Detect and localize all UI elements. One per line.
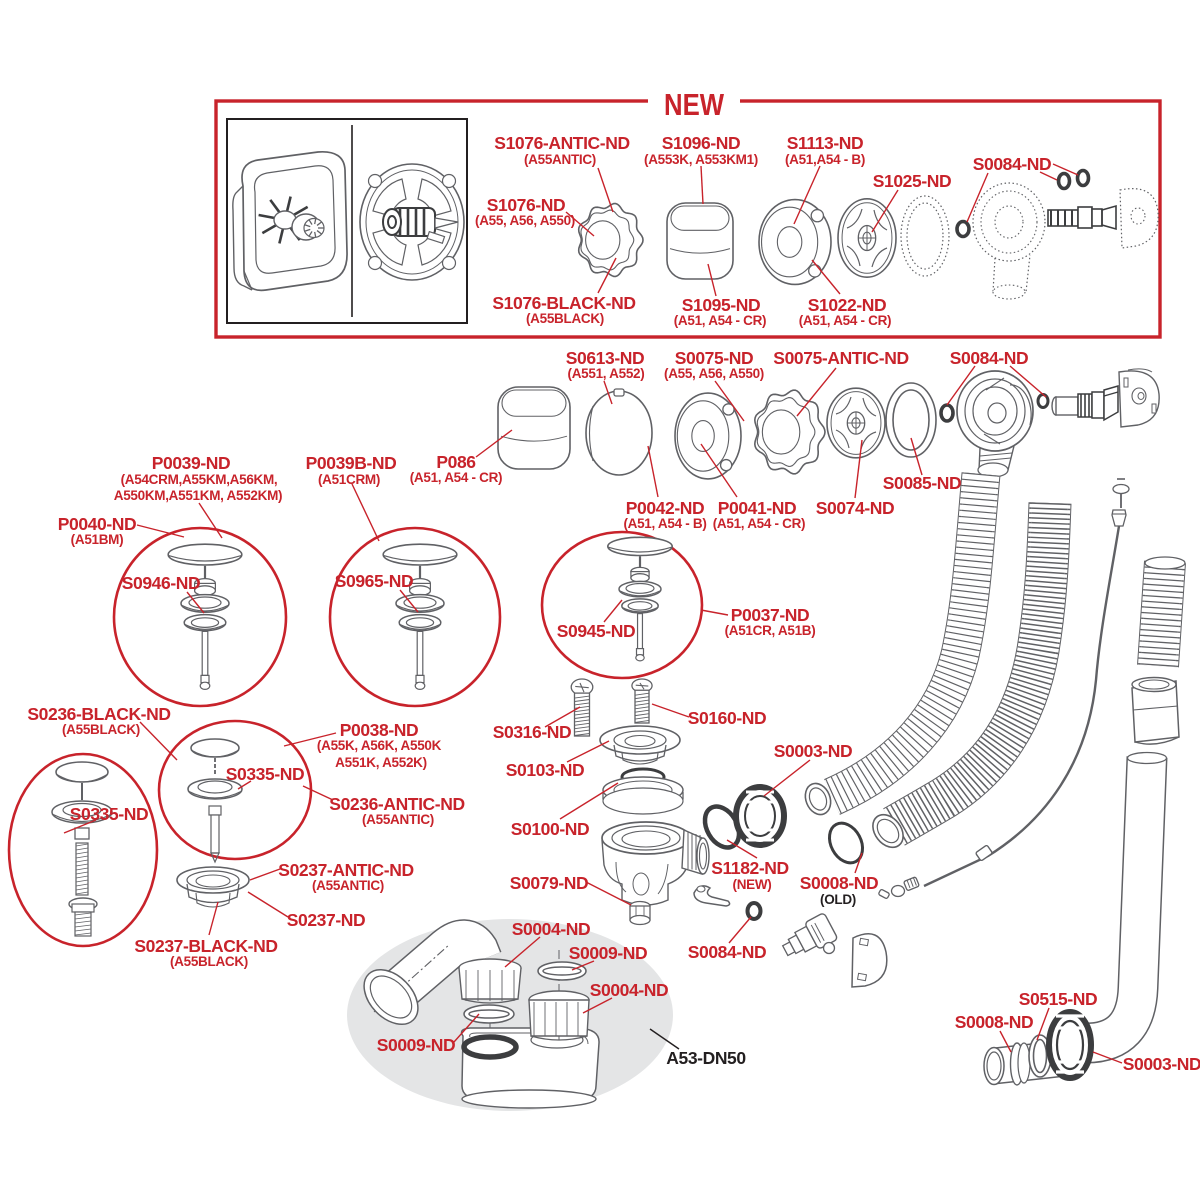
svg-text:(A55ANTIC): (A55ANTIC)	[524, 152, 596, 167]
svg-text:(A51, A54 - CR): (A51, A54 - CR)	[674, 313, 767, 328]
svg-text:S0084-ND: S0084-ND	[950, 348, 1029, 368]
svg-text:P0039B-ND: P0039B-ND	[306, 453, 397, 473]
svg-text:S0946-ND: S0946-ND	[122, 573, 201, 593]
svg-text:S0237-BLACK-ND: S0237-BLACK-ND	[134, 936, 277, 956]
svg-text:(A51CRM): (A51CRM)	[318, 472, 380, 487]
svg-text:S0084-ND: S0084-ND	[688, 942, 767, 962]
svg-text:S0237-ANTIC-ND: S0237-ANTIC-ND	[278, 860, 413, 880]
svg-text:(A51CR, A51B): (A51CR, A51B)	[725, 623, 816, 638]
svg-text:(A55ANTIC): (A55ANTIC)	[312, 878, 384, 893]
svg-text:S0004-ND: S0004-ND	[590, 980, 669, 1000]
svg-text:A53-DN50: A53-DN50	[666, 1048, 746, 1068]
svg-text:S0009-ND: S0009-ND	[569, 943, 648, 963]
svg-text:S0009-ND: S0009-ND	[377, 1035, 456, 1055]
svg-text:S1076-ANTIC-ND: S1076-ANTIC-ND	[494, 133, 629, 153]
svg-text:S0084-ND: S0084-ND	[973, 154, 1052, 174]
svg-text:S0103-ND: S0103-ND	[506, 760, 585, 780]
svg-text:P0042-ND: P0042-ND	[626, 498, 705, 518]
svg-text:(A55, A56, A550): (A55, A56, A550)	[664, 366, 764, 381]
svg-text:S0335-ND: S0335-ND	[70, 804, 149, 824]
svg-text:S0237-ND: S0237-ND	[287, 910, 366, 930]
svg-text:S1076-BLACK-ND: S1076-BLACK-ND	[492, 293, 635, 313]
svg-text:P0041-ND: P0041-ND	[718, 498, 797, 518]
svg-text:(A51, A54 - CR): (A51, A54 - CR)	[799, 313, 892, 328]
svg-text:(A55ANTIC): (A55ANTIC)	[362, 812, 434, 827]
svg-text:P0039-ND: P0039-ND	[152, 453, 231, 473]
svg-text:S0075-ANTIC-ND: S0075-ANTIC-ND	[773, 348, 908, 368]
svg-text:A551K, A552K): A551K, A552K)	[335, 755, 427, 770]
svg-text:(A551, A552): (A551, A552)	[568, 366, 645, 381]
svg-text:S1182-ND: S1182-ND	[711, 858, 789, 878]
svg-text:(A51, A54 - CR): (A51, A54 - CR)	[713, 516, 806, 531]
svg-text:(A51BM): (A51BM)	[71, 532, 124, 547]
svg-text:S0613-ND: S0613-ND	[566, 348, 645, 368]
svg-text:(A51, A54 - CR): (A51, A54 - CR)	[410, 470, 503, 485]
svg-text:S0004-ND: S0004-ND	[512, 919, 591, 939]
svg-text:S0079-ND: S0079-ND	[510, 873, 589, 893]
svg-text:S1076-ND: S1076-ND	[487, 195, 566, 215]
svg-text:P0037-ND: P0037-ND	[731, 605, 810, 625]
svg-text:A550KM,A551KM, A552KM): A550KM,A551KM, A552KM)	[114, 488, 282, 503]
svg-text:(A51, A54 - B): (A51, A54 - B)	[623, 516, 706, 531]
svg-text:(A55K, A56K, A550K: (A55K, A56K, A550K	[317, 738, 442, 753]
svg-text:S0965-ND: S0965-ND	[335, 571, 414, 591]
svg-text:S1096-ND: S1096-ND	[662, 133, 741, 153]
svg-text:S1022-ND: S1022-ND	[808, 295, 887, 315]
svg-text:(A55, A56, A550): (A55, A56, A550)	[475, 213, 575, 228]
svg-text:S0008-ND: S0008-ND	[955, 1012, 1034, 1032]
svg-text:S1113-ND: S1113-ND	[787, 133, 864, 153]
svg-text:(A55BLACK): (A55BLACK)	[526, 311, 604, 326]
svg-text:S0515-ND: S0515-ND	[1019, 989, 1098, 1009]
svg-text:(OLD): (OLD)	[820, 892, 856, 907]
svg-text:S0074-ND: S0074-ND	[816, 498, 895, 518]
svg-text:S0075-ND: S0075-ND	[675, 348, 754, 368]
svg-text:(A55BLACK): (A55BLACK)	[170, 954, 248, 969]
svg-text:S0003-ND: S0003-ND	[1123, 1054, 1200, 1074]
svg-text:NEW: NEW	[664, 87, 725, 122]
svg-text:S0008-ND: S0008-ND	[800, 873, 879, 893]
svg-text:(A54CRM,A55KM,A56KM,: (A54CRM,A55KM,A56KM,	[121, 472, 278, 487]
svg-text:(NEW): (NEW)	[733, 877, 772, 892]
svg-text:P0038-ND: P0038-ND	[340, 720, 419, 740]
svg-text:(A55BLACK): (A55BLACK)	[62, 722, 140, 737]
svg-text:P086: P086	[436, 452, 476, 472]
svg-text:S0945-ND: S0945-ND	[557, 621, 636, 641]
svg-text:S0236-ANTIC-ND: S0236-ANTIC-ND	[329, 794, 464, 814]
svg-text:S0003-ND: S0003-ND	[774, 741, 853, 761]
svg-text:S0316-ND: S0316-ND	[493, 722, 572, 742]
svg-text:S0236-BLACK-ND: S0236-BLACK-ND	[27, 704, 170, 724]
svg-text:(A51,A54 - B): (A51,A54 - B)	[785, 152, 865, 167]
svg-text:S1025-ND: S1025-ND	[873, 171, 952, 191]
svg-text:S0085-ND: S0085-ND	[883, 473, 962, 493]
svg-text:S1095-ND: S1095-ND	[682, 295, 761, 315]
svg-text:(A553K, A553KM1): (A553K, A553KM1)	[644, 152, 758, 167]
svg-text:S0100-ND: S0100-ND	[511, 819, 590, 839]
svg-text:P0040-ND: P0040-ND	[58, 514, 137, 534]
svg-text:S0160-ND: S0160-ND	[688, 708, 767, 728]
svg-text:S0335-ND: S0335-ND	[226, 764, 305, 784]
